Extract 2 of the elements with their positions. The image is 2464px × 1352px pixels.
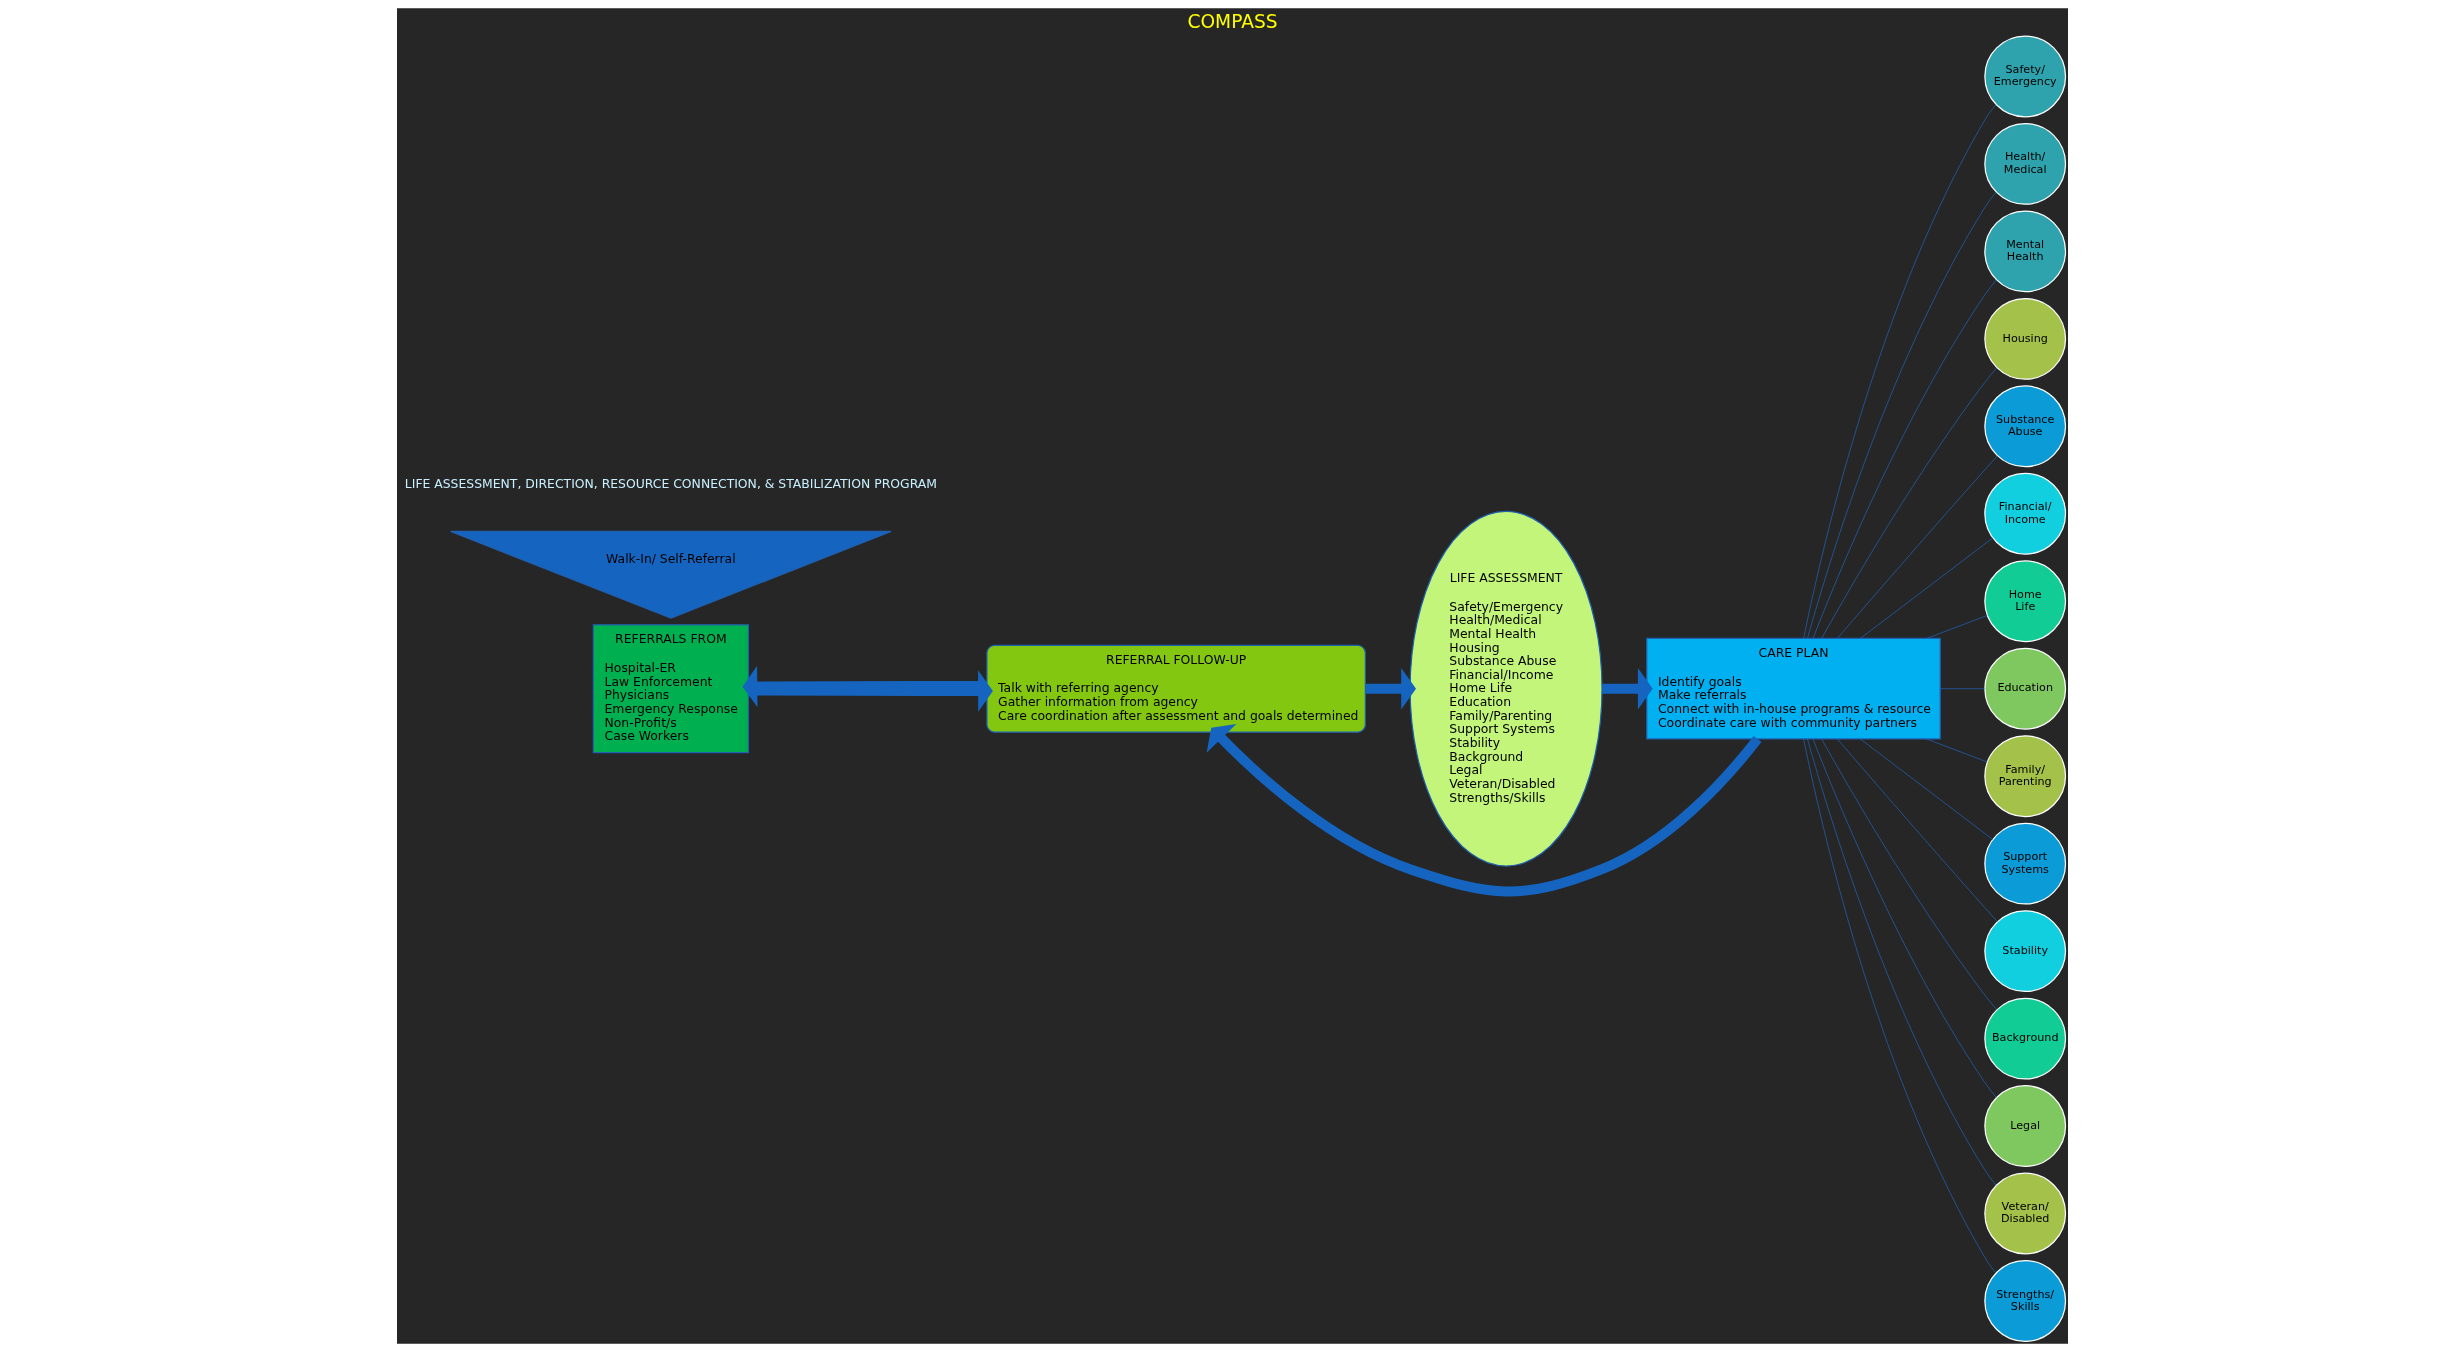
- label: LIFE ASSESSMENT, DIRECTION, RESOURCE CONNECTION, & STABILIZATION PROGRAM: [404, 475, 937, 491]
- diagram-title: COMPASS: [1186, 11, 1278, 33]
